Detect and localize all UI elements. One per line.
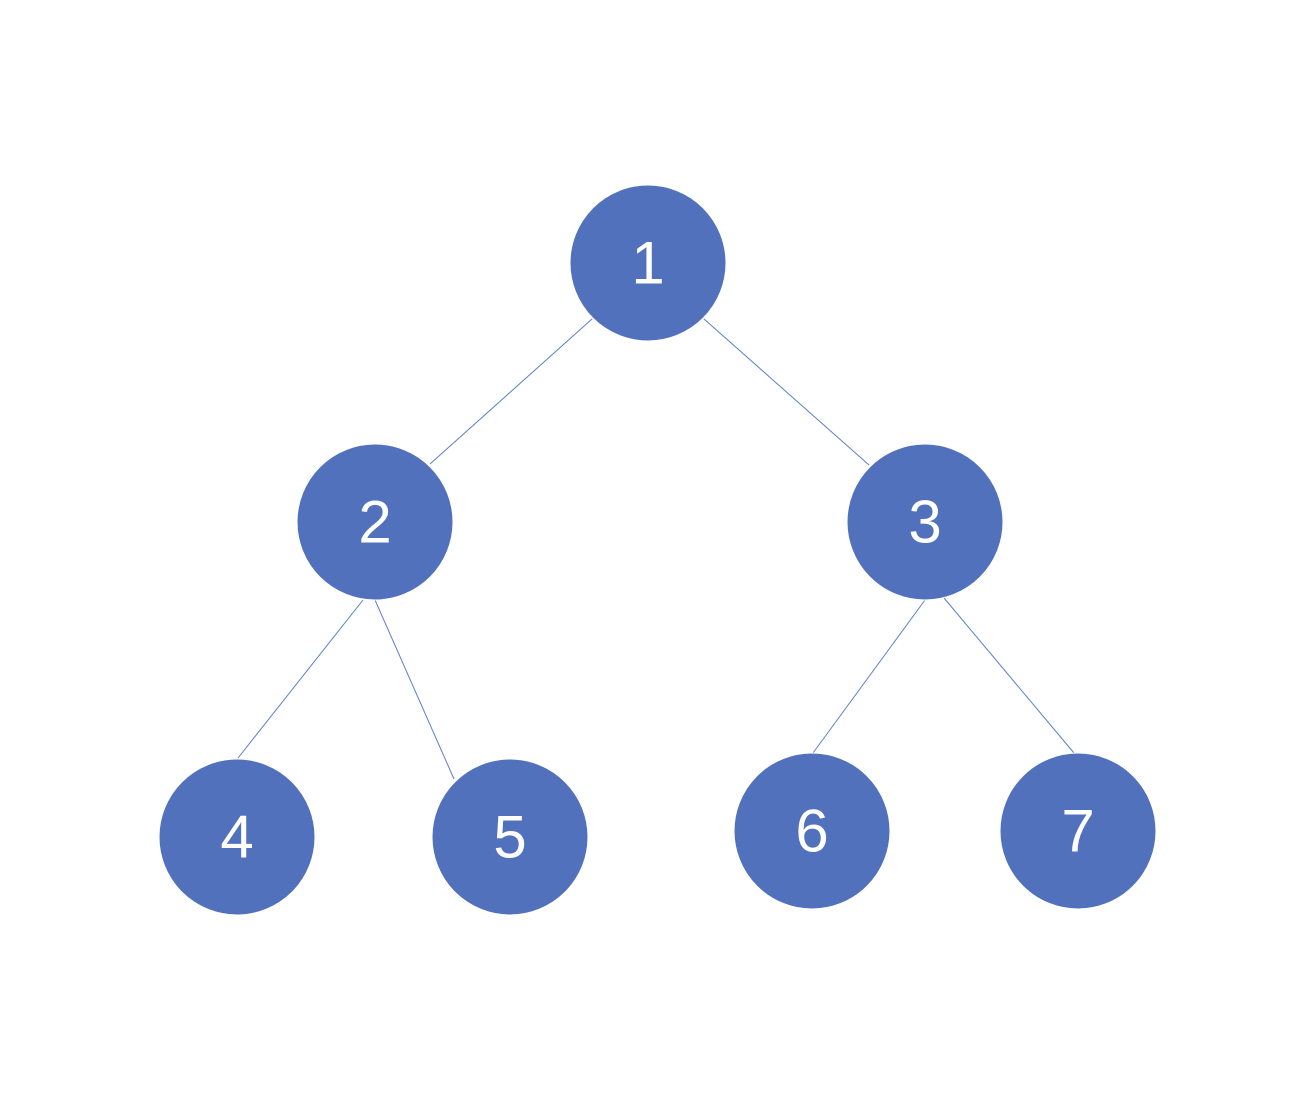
node-circle — [431, 758, 589, 916]
edge-1-3 — [703, 318, 870, 466]
node-circle — [733, 752, 891, 910]
node-circle — [846, 443, 1004, 601]
tree-node-1: 1 — [569, 184, 727, 342]
edge-3-7 — [943, 597, 1075, 754]
tree-node-3: 3 — [846, 443, 1004, 601]
node-circle — [999, 752, 1157, 910]
node-circle — [569, 184, 727, 342]
node-label: 7 — [1061, 798, 1094, 865]
tree-node-5: 5 — [431, 758, 589, 916]
tree-edges — [237, 318, 1075, 780]
edge-2-4 — [237, 599, 364, 759]
tree-nodes: 1 2 3 4 5 6 7 — [158, 184, 1157, 916]
tree-node-2: 2 — [296, 443, 454, 601]
tree-node-7: 7 — [999, 752, 1157, 910]
edge-2-5 — [374, 599, 455, 780]
node-label: 6 — [795, 798, 828, 865]
node-label: 5 — [493, 804, 526, 871]
node-label: 3 — [908, 489, 941, 556]
node-circle — [158, 758, 316, 916]
node-label: 1 — [631, 230, 664, 297]
node-label: 4 — [220, 804, 253, 871]
edge-3-6 — [812, 599, 926, 754]
node-circle — [296, 443, 454, 601]
node-label: 2 — [358, 489, 391, 556]
tree-node-6: 6 — [733, 752, 891, 910]
edge-1-2 — [429, 318, 593, 465]
tree-node-4: 4 — [158, 758, 316, 916]
